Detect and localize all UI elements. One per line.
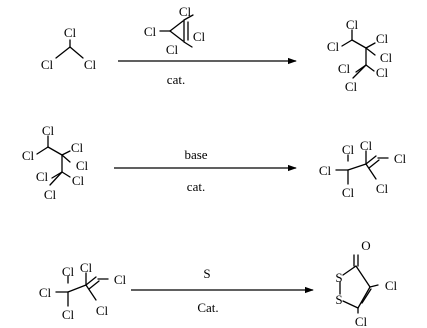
atom-label: Cl	[41, 57, 54, 72]
atom-label: Cl	[376, 65, 389, 80]
bond	[365, 64, 375, 72]
bond	[61, 150, 71, 156]
bond	[67, 284, 87, 293]
atom-label: Cl	[342, 142, 355, 157]
atom-label: Cl	[76, 158, 89, 173]
atom-label: Cl	[338, 61, 351, 76]
atom-label: Cl	[319, 163, 332, 178]
reaction-2: Cl Cl Cl Cl Cl Cl Cl base cat. Cl Cl Cl …	[22, 123, 407, 202]
atom-label: S	[335, 270, 342, 285]
bond	[347, 163, 367, 171]
bond	[49, 171, 63, 186]
double-bond	[365, 155, 377, 165]
bond	[352, 64, 367, 79]
atom-label: O	[361, 238, 370, 253]
atom-label: Cl	[360, 138, 373, 153]
atom-label: S	[335, 292, 342, 307]
reagent-above: S	[203, 266, 210, 281]
bond	[36, 146, 49, 155]
ring-double-bond	[361, 288, 372, 304]
atom-label: Cl	[345, 79, 358, 94]
atom-label: Cl	[342, 185, 355, 200]
bond	[85, 284, 97, 301]
atom-label: Cl	[62, 264, 75, 279]
atom-label: Cl	[39, 285, 52, 300]
atom-label: Cl	[355, 314, 368, 328]
atom-label: Cl	[376, 31, 389, 46]
bond	[69, 46, 84, 59]
hexachloropropene-reactant: Cl Cl Cl Cl Cl Cl	[39, 260, 127, 322]
atom-label: Cl	[71, 140, 84, 155]
atom-label: Cl	[376, 181, 389, 196]
reaction-3: Cl Cl Cl Cl Cl Cl S Cat. O S S Cl Cl	[39, 238, 398, 328]
atom-label: Cl	[380, 50, 393, 65]
reagent-above: base	[184, 147, 207, 162]
trichloroethylene-reagent: Cl Cl Cl Cl	[144, 4, 206, 57]
atom-label: Cl	[84, 57, 97, 72]
double-bond	[368, 159, 380, 169]
bond	[183, 14, 194, 21]
atom-label: Cl	[44, 187, 57, 202]
atom-label: Cl	[193, 29, 206, 44]
dichloromethane-molecule: Cl Cl Cl	[41, 25, 97, 72]
bond	[365, 47, 376, 56]
atom-label: Cl	[114, 272, 127, 287]
bond	[351, 39, 367, 49]
atom-label: Cl	[36, 169, 49, 184]
bond	[342, 300, 359, 309]
bond	[55, 46, 71, 59]
condition-below: cat.	[167, 72, 185, 87]
atom-label: Cl	[179, 4, 192, 19]
atom-label: Cl	[327, 39, 340, 54]
bond	[369, 284, 379, 288]
atom-label: Cl	[166, 42, 179, 57]
heptachloropropane-reactant: Cl Cl Cl Cl Cl Cl Cl	[22, 123, 89, 202]
atom-label: Cl	[80, 260, 93, 275]
heptachloropropane-product: Cl Cl Cl Cl Cl Cl Cl	[327, 17, 393, 94]
atom-label: Cl	[72, 173, 85, 188]
bond	[183, 41, 193, 48]
condition-below: cat.	[187, 179, 205, 194]
atom-label: Cl	[42, 123, 55, 138]
double-bond	[88, 280, 100, 290]
atom-label: Cl	[394, 151, 407, 166]
hexachloropropene-product: Cl Cl Cl Cl Cl Cl	[319, 138, 407, 200]
bond	[61, 154, 71, 163]
bond	[61, 171, 71, 178]
bond	[169, 30, 184, 42]
dichlorodithiolone-product: O S S Cl Cl	[335, 238, 397, 328]
bond	[47, 146, 63, 156]
reaction-1: Cl Cl Cl Cl Cl Cl Cl cat.	[41, 4, 393, 94]
bond	[169, 20, 184, 32]
atom-label: Cl	[96, 303, 109, 318]
atom-label: Cl	[64, 25, 77, 40]
bond	[365, 163, 377, 180]
atom-label: Cl	[346, 17, 359, 32]
double-bond	[85, 276, 97, 286]
atom-label: Cl	[62, 307, 75, 322]
bond	[355, 265, 371, 288]
bond	[357, 286, 371, 309]
condition-below: Cat.	[197, 300, 218, 315]
atom-label: Cl	[22, 148, 35, 163]
atom-label: Cl	[144, 24, 157, 39]
atom-label: Cl	[385, 278, 398, 293]
bond	[341, 39, 353, 47]
bond	[342, 265, 357, 276]
bond	[365, 42, 376, 49]
